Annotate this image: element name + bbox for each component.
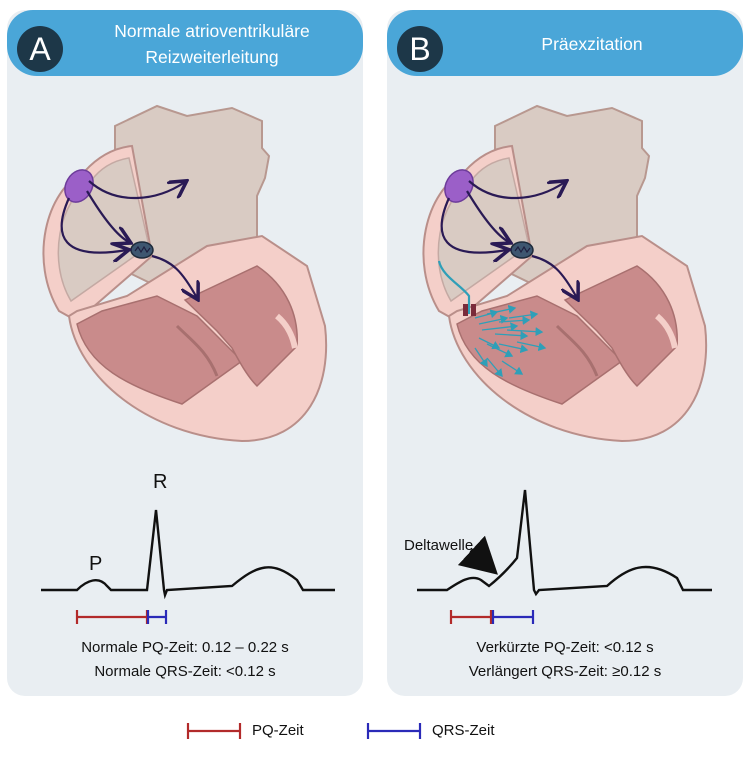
heart-preexcitation-illustration — [422, 104, 708, 443]
normal-qrs-time-text: Normale QRS-Zeit: <0.12 s — [94, 663, 276, 680]
panel-b-badge: B — [397, 26, 443, 72]
qrs-interval-bar — [146, 610, 168, 624]
panel-preexcitation: B Präexzitation — [387, 10, 743, 696]
panel-a-header: A Normale atrioventrikuläre Reizweiterle… — [7, 10, 363, 76]
accessory-pathway — [437, 260, 471, 314]
delta-wave-arrow — [457, 535, 498, 575]
ecg-normal: P R — [41, 471, 335, 624]
legend-pq: PQ-Zeit — [184, 716, 354, 746]
legend: PQ-Zeit QRS-Zeit — [0, 716, 750, 746]
heart-normal-illustration — [42, 104, 328, 443]
legend-pq-label: PQ-Zeit — [252, 722, 304, 739]
shortened-pq-time-text: Verkürzte PQ-Zeit: <0.12 s — [476, 639, 654, 656]
legend-pq-swatch — [186, 723, 242, 739]
prolonged-qrs-time-text: Verlängert QRS-Zeit: ≥0.12 s — [468, 663, 662, 680]
pq-interval-bar — [75, 610, 149, 624]
ecg-r-label: R — [153, 471, 167, 493]
delta-wave-label: Deltawelle — [404, 537, 473, 554]
legend-qrs-label: QRS-Zeit — [432, 722, 495, 739]
legend-qrs-swatch — [366, 723, 422, 739]
normal-pq-time-text: Normale PQ-Zeit: 0.12 – 0.22 s — [81, 639, 289, 656]
panel-b-header: B Präexzitation — [387, 10, 743, 76]
panel-a-title-line2: Reizweiterleitung — [145, 47, 279, 67]
ecg-preexcitation: Deltawelle — [404, 489, 712, 624]
panel-a-title-line1: Normale atrioventrikuläre — [114, 21, 310, 41]
ecg-p-label: P — [89, 553, 102, 575]
ecg-trace — [41, 509, 335, 600]
panel-a-badge: A — [17, 26, 63, 72]
panel-b-title: Präexzitation — [541, 34, 643, 54]
panel-b-info: Verkürzte PQ-Zeit: <0.12 s Verlängert QR… — [387, 636, 743, 684]
ecg-trace-preexcitation — [417, 489, 712, 597]
panel-normal-conduction: A Normale atrioventrikuläre Reizweiterle… — [7, 10, 363, 696]
qrs-interval-bar-long — [491, 610, 535, 624]
panel-a-title: Normale atrioventrikuläre Reizweiterleit… — [73, 18, 351, 70]
panel-a-info: Normale PQ-Zeit: 0.12 – 0.22 s Normale Q… — [7, 636, 363, 684]
pq-interval-bar-short — [449, 610, 493, 624]
legend-qrs: QRS-Zeit — [364, 716, 544, 746]
preexcitation-spread-arrows — [474, 304, 547, 377]
